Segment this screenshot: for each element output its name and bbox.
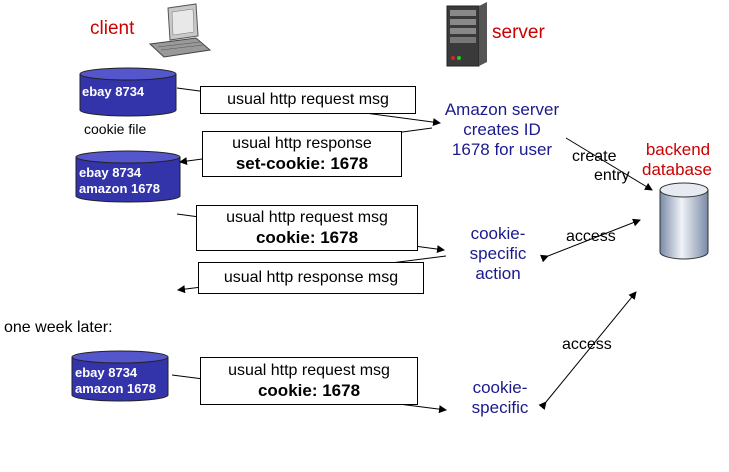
cookie-specific-action-1: cookie- specific action: [458, 224, 538, 284]
cookie-cyl3-line1: ebay 8734: [75, 365, 138, 380]
msg1-line1: usual http request msg: [227, 91, 389, 108]
backend-database-label: backend database: [642, 140, 712, 180]
arrow-create-entry: [565, 137, 653, 191]
cookie-cyl3-line2: amazon 1678: [75, 381, 156, 396]
entry-line: entry: [594, 167, 630, 184]
cookie-cyl2-line2: amazon 1678: [79, 181, 160, 196]
msg2-line2: set-cookie: 1678: [235, 154, 369, 173]
cookie-action2-line2: specific: [471, 398, 529, 417]
msg-response-2: usual http response msg: [198, 262, 424, 294]
cookie-file-cylinder-3: [71, 350, 169, 402]
cookie-action1-line2: specific: [469, 244, 527, 263]
backend-database-icon: [659, 182, 709, 260]
amazon-line2: creates ID: [463, 120, 541, 139]
msg5-line2: cookie: 1678: [257, 381, 361, 400]
msg2-line1: usual http response: [232, 135, 372, 152]
cookie-specific-action-2: cookie- specific: [460, 378, 540, 418]
cookie-file-label: cookie file: [84, 121, 147, 137]
cookie-file-cylinder-1: [79, 67, 177, 117]
amazon-line3: 1678 for user: [451, 140, 553, 159]
one-week-later-label: one week later:: [4, 319, 113, 336]
msg-request-3: usual http request msg cookie: 1678: [200, 357, 418, 405]
msg5-line1: usual http request msg: [228, 362, 390, 379]
client-label: client: [90, 18, 135, 39]
arrow-access-2: [538, 291, 637, 410]
msg-response-1: usual http response set-cookie: 1678: [202, 131, 402, 177]
backend-label-line1: backend: [645, 140, 711, 159]
access-label-2: access: [562, 336, 612, 353]
msg3-line1: usual http request msg: [226, 209, 388, 226]
create-entry-label: create entry: [572, 147, 630, 185]
client-computer-icon: [148, 3, 212, 58]
cookie-file-cylinder-2: [75, 150, 181, 203]
server-tower-icon: [446, 2, 487, 67]
create-line: create: [572, 148, 617, 165]
msg-request-2: usual http request msg cookie: 1678: [196, 205, 418, 251]
cookie-action1-line3: action: [475, 264, 521, 283]
cookie-cyl2-line1: ebay 8734: [79, 165, 142, 180]
backend-label-line2: database: [642, 160, 712, 179]
server-label: server: [492, 22, 545, 43]
msg4-line1: usual http response msg: [223, 269, 399, 286]
cookie-action1-line1: cookie-: [470, 224, 526, 243]
msg-request-1: usual http request msg: [200, 86, 416, 114]
arrow-access-1: [540, 218, 641, 263]
amazon-server-creates-id: Amazon server creates ID 1678 for user: [432, 100, 572, 160]
amazon-line1: Amazon server: [444, 100, 560, 119]
access-label-1: access: [566, 228, 616, 245]
msg3-line2: cookie: 1678: [255, 228, 359, 247]
cookie-action2-line1: cookie-: [472, 378, 528, 397]
cookie-cyl1-line1: ebay 8734: [82, 84, 145, 99]
